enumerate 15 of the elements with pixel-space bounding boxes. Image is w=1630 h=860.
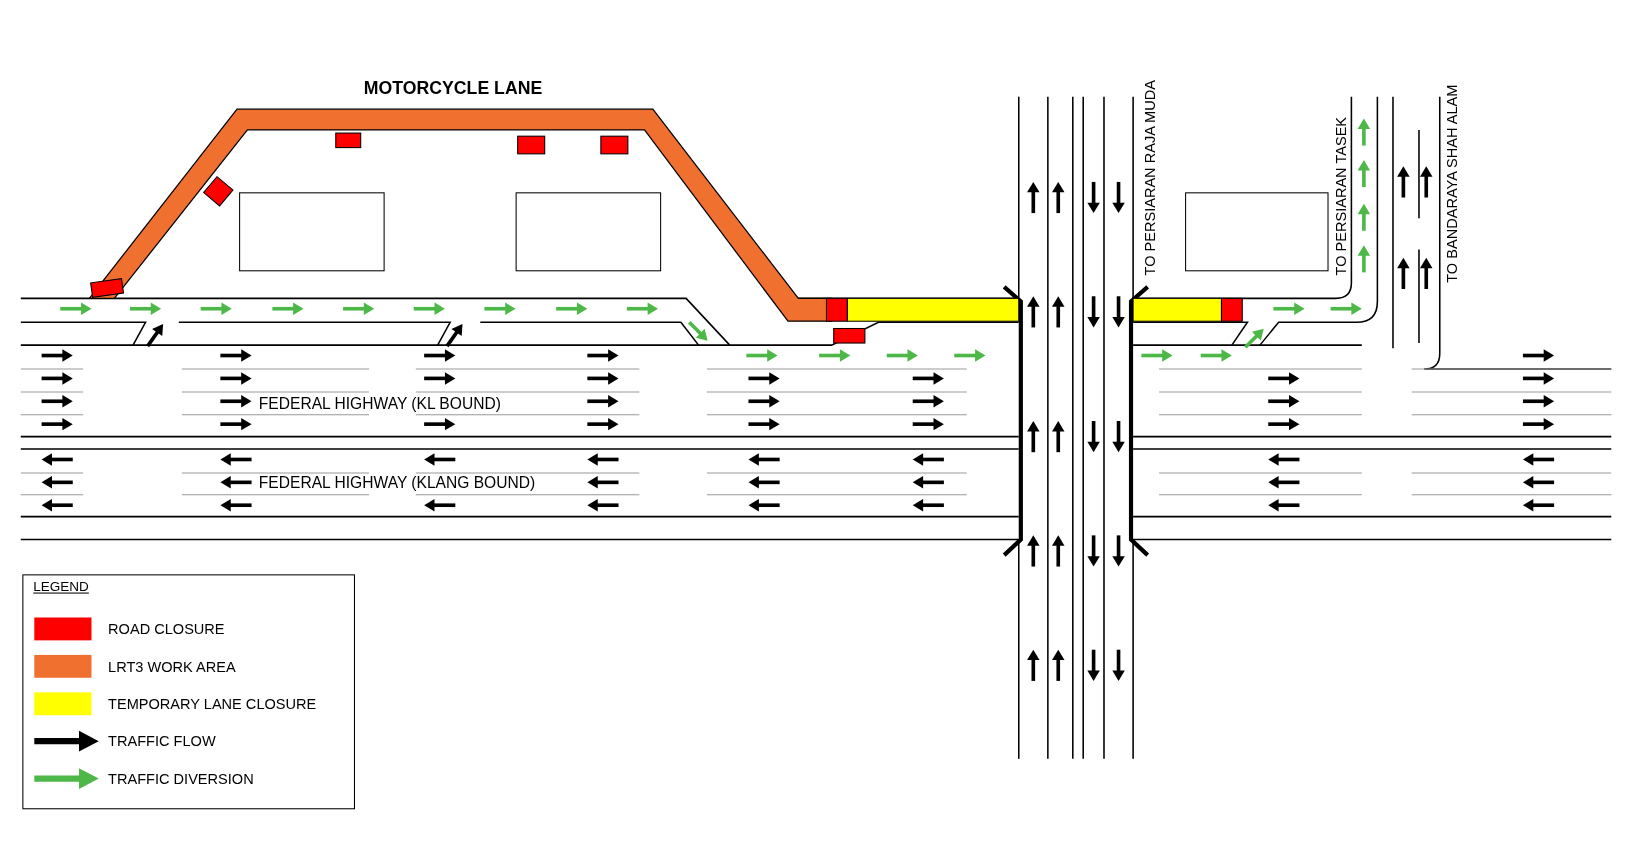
direction-label: TO PERSIARAN RAJA MUDA [1141,80,1159,276]
direction-label: TO PERSIARAN TASEK [1332,116,1350,276]
legend-label: TRAFFIC DIVERSION [108,770,254,787]
building-box [515,192,662,272]
building-box [1185,192,1329,272]
legend-label: LRT3 WORK AREA [108,658,236,675]
direction-label: TO BANDARAYA SHAH ALAM [1443,84,1461,283]
legend-label: TRAFFIC FLOW [108,732,216,750]
legend-label: TEMPORARY LANE CLOSURE [108,695,317,713]
road-label: MOTORCYCLE LANE [363,77,543,99]
legend-title: LEGEND [33,579,89,595]
legend-label: ROAD CLOSURE [108,620,225,638]
road-label: FEDERAL HIGHWAY (KLANG BOUND) [258,473,536,491]
road-label: FEDERAL HIGHWAY (KL BOUND) [258,394,501,412]
building-box [239,192,385,272]
